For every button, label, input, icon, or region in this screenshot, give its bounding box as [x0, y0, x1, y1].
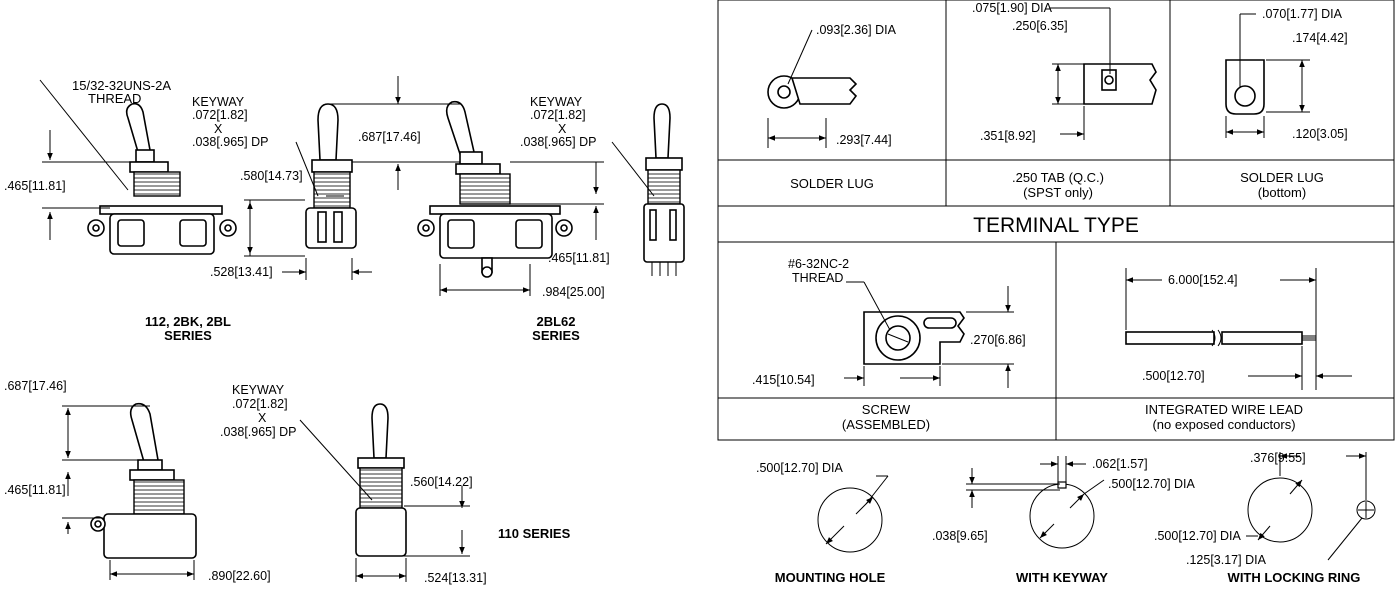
dim-465-c: .465[11.81]: [4, 483, 66, 497]
tab-caption: .250 TAB (Q.C.): [1012, 170, 1104, 185]
switch-110-front-view: [90, 402, 197, 559]
dim-580: .580[14.73]: [240, 169, 303, 183]
svg-text:.072[1.82]: .072[1.82]: [530, 108, 586, 122]
tab-len: .351[8.92]: [980, 129, 1036, 143]
dim-687-a: .687[17.46]: [358, 130, 421, 144]
series-110-label: 110 SERIES: [498, 526, 571, 541]
lug-bottom-w: .120[3.05]: [1292, 127, 1348, 141]
switch-2bl62-front-view: [417, 100, 573, 278]
svg-text:KEYWAY: KEYWAY: [232, 383, 285, 397]
solder-lug-caption: SOLDER LUG: [790, 176, 874, 191]
svg-text:SERIES: SERIES: [532, 328, 580, 343]
keyway-w: .062[1.57]: [1092, 457, 1148, 471]
svg-text:2BL62: 2BL62: [536, 314, 575, 329]
switch-112-side-view: [305, 103, 357, 249]
dim-528: .528[13.41]: [210, 265, 273, 279]
mount-hole-caption: MOUNTING HOLE: [775, 570, 886, 585]
solder-lug-len: .293[7.44]: [836, 133, 892, 147]
dim-984: .984[25.00]: [542, 285, 605, 299]
dimension-lines-110: [62, 405, 470, 582]
mount-ring-caption: WITH LOCKING RING: [1228, 570, 1361, 585]
series-112-label: 112, 2BK, 2BL SERIES: [145, 314, 231, 343]
solder-lug-bottom-drawing: [1225, 13, 1310, 138]
keyway-callout-2: KEYWAY .072[1.82] X .038[.965] DP: [520, 95, 596, 149]
series-2bl62-label: 2BL62 SERIES: [532, 314, 580, 343]
svg-text:.038[.965] DP: .038[.965] DP: [192, 135, 268, 149]
ring-dia: .500[12.70] DIA: [1154, 529, 1242, 543]
dim-560: .560[14.22]: [410, 475, 473, 489]
qc-tab-drawing: [1050, 7, 1157, 140]
solder-lug-drawing: [767, 29, 858, 148]
mount-keyway-caption: WITH KEYWAY: [1016, 570, 1108, 585]
thread-callout-line1: 15/32-32UNS-2A: [72, 78, 171, 93]
screw-h: .270[6.86]: [970, 333, 1026, 347]
tab-caption-sub: (SPST only): [1023, 185, 1093, 200]
svg-text:.038[.965] DP: .038[.965] DP: [520, 135, 596, 149]
svg-text:.072[1.82]: .072[1.82]: [192, 108, 248, 122]
dim-890: .890[22.60]: [208, 569, 271, 583]
mount-hole-dia: .500[12.70] DIA: [756, 461, 844, 475]
dim-465-a: .465[11.81]: [4, 179, 66, 193]
screw-caption: SCREW: [862, 402, 911, 417]
svg-text:SERIES: SERIES: [164, 328, 212, 343]
terminal-type-title: TERMINAL TYPE: [973, 214, 1139, 237]
mounting-ring-drawing: [1246, 452, 1376, 561]
dim-524: .524[13.31]: [424, 571, 487, 585]
screw-caption-sub: (ASSEMBLED): [842, 417, 930, 432]
tab-dia: .075[1.90] DIA: [972, 1, 1053, 15]
wire-len: 6.000[152.4]: [1168, 273, 1238, 287]
keyway-dia: .500[12.70] DIA: [1108, 477, 1196, 491]
mounting-hole-drawing: [817, 475, 889, 553]
ring-pin: .125[3.17] DIA: [1186, 553, 1267, 567]
dim-687-b: .687[17.46]: [4, 379, 67, 393]
svg-text:112, 2BK, 2BL: 112, 2BK, 2BL: [145, 314, 231, 329]
svg-text:.038[.965] DP: .038[.965] DP: [220, 425, 296, 439]
tab-width: .250[6.35]: [1012, 19, 1068, 33]
svg-text:X: X: [258, 411, 267, 425]
wire-caption: INTEGRATED WIRE LEAD: [1145, 402, 1303, 417]
solder-lug-dia: .093[2.36] DIA: [816, 23, 897, 37]
keyway-callout-1: KEYWAY .072[1.82] X .038[.965] DP: [192, 95, 268, 149]
svg-text:X: X: [214, 122, 223, 136]
dim-465-b: .465[11.81]: [548, 251, 610, 265]
terminal-table-grid: [717, 0, 1395, 441]
lug-bottom-dia: .070[1.77] DIA: [1262, 7, 1343, 21]
switch-112-front-view: [39, 79, 237, 255]
lug-bottom-h: .174[4.42]: [1292, 31, 1348, 45]
lug-bottom-caption-sub: (bottom): [1258, 185, 1306, 200]
wire-strip: .500[12.70]: [1142, 369, 1205, 383]
svg-text:X: X: [558, 122, 567, 136]
ring-offset: .376[9.55]: [1250, 451, 1306, 465]
svg-text:KEYWAY: KEYWAY: [530, 95, 583, 109]
wire-caption-sub: (no exposed conductors): [1152, 417, 1295, 432]
keyway-callout-3: KEYWAY .072[1.82] X .038[.965] DP: [220, 383, 296, 439]
switch-110-side-view: [355, 403, 407, 557]
dimension-lines-top: [42, 76, 655, 296]
mounting-keyway-drawing: [966, 456, 1105, 549]
screw-len: .415[10.54]: [752, 373, 815, 387]
lug-bottom-caption: SOLDER LUG: [1240, 170, 1324, 185]
screw-terminal-drawing: [844, 281, 1014, 388]
svg-text:KEYWAY: KEYWAY: [192, 95, 245, 109]
switch-2bl62-side-view: [643, 103, 685, 276]
screw-thread-1: #6-32NC-2: [788, 257, 849, 271]
wire-lead-drawing: [1125, 268, 1352, 390]
thread-callout-line2: THREAD: [88, 91, 141, 106]
keyway-depth: .038[9.65]: [932, 529, 988, 543]
svg-text:.072[1.82]: .072[1.82]: [232, 397, 288, 411]
screw-thread-2: THREAD: [792, 271, 843, 285]
